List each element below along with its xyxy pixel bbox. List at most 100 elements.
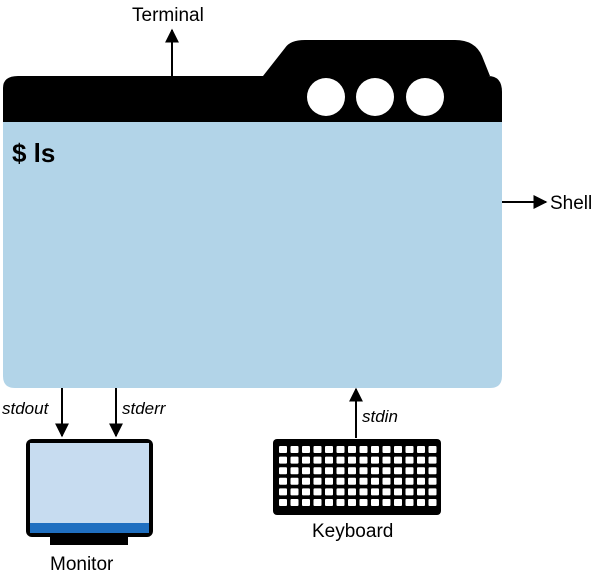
keyboard-key [348, 456, 356, 464]
keyboard-key [336, 446, 345, 453]
terminal-label: Terminal [132, 5, 204, 26]
keyboard-key [382, 467, 391, 475]
keyboard-key [394, 456, 402, 464]
window-button-1[interactable] [307, 78, 345, 116]
keyboard-key [348, 488, 356, 496]
keyboard-key [336, 477, 345, 485]
keyboard-key [359, 446, 368, 453]
keyboard-key [405, 477, 414, 485]
keyboard-icon [273, 439, 441, 515]
keyboard-key [279, 499, 287, 506]
terminal-command: $ ls [12, 138, 55, 168]
keyboard-key [405, 488, 414, 496]
keyboard-key [371, 499, 379, 506]
keyboard-key [279, 477, 287, 485]
keyboard-key [417, 499, 425, 506]
shell-label: Shell [550, 193, 592, 214]
keyboard-key [417, 477, 425, 485]
keyboard-key [405, 467, 414, 475]
keyboard-key [428, 499, 437, 506]
keyboard-key [279, 456, 287, 464]
keyboard-key [394, 499, 402, 506]
keyboard-key [394, 477, 402, 485]
keyboard-key [313, 477, 322, 485]
keyboard-key [336, 456, 345, 464]
keyboard-key [359, 467, 368, 475]
keyboard-key [428, 456, 437, 464]
keyboard-key [394, 488, 402, 496]
keyboard-key [336, 488, 345, 496]
keyboard-key [302, 467, 310, 475]
keyboard-key [348, 467, 356, 475]
keyboard-key [290, 488, 299, 496]
keyboard-key [348, 499, 356, 506]
keyboard-key [336, 467, 345, 475]
keyboard-key [405, 499, 414, 506]
keyboard-key [325, 477, 333, 485]
monitor-stand [50, 537, 128, 545]
terminal-screen [3, 122, 502, 388]
keyboard-key [290, 477, 299, 485]
keyboard-key [382, 488, 391, 496]
keyboard-key [302, 477, 310, 485]
keyboard-key [371, 446, 379, 453]
keyboard-key [348, 446, 356, 453]
keyboard-key [302, 499, 310, 506]
keyboard-key [382, 446, 391, 453]
keyboard-key [290, 467, 299, 475]
keyboard-key [428, 488, 437, 496]
keyboard-key [313, 456, 322, 464]
keyboard-key [428, 446, 437, 453]
keyboard-key [417, 456, 425, 464]
keyboard-key [359, 477, 368, 485]
keyboard-key [325, 446, 333, 453]
keyboard-key [382, 499, 391, 506]
keyboard-key [417, 467, 425, 475]
keyboard-key [428, 477, 437, 485]
keyboard-key [336, 499, 345, 506]
window-button-3[interactable] [406, 78, 444, 116]
keyboard-key [417, 446, 425, 453]
keyboard-keys [279, 446, 437, 506]
keyboard-key [313, 467, 322, 475]
keyboard-key [371, 488, 379, 496]
keyboard-key [405, 446, 414, 453]
keyboard-key [359, 488, 368, 496]
keyboard-key [325, 488, 333, 496]
monitor-bar [30, 523, 149, 533]
keyboard-key [290, 446, 299, 453]
keyboard-key [382, 456, 391, 464]
keyboard-key [371, 456, 379, 464]
keyboard-key [302, 456, 310, 464]
keyboard-key [279, 488, 287, 496]
keyboard-key [394, 467, 402, 475]
keyboard-key [302, 488, 310, 496]
keyboard-key [290, 456, 299, 464]
keyboard-key [325, 467, 333, 475]
monitor-icon [26, 439, 153, 545]
keyboard-key [325, 499, 333, 506]
keyboard-key [279, 446, 287, 453]
monitor-label: Monitor [50, 554, 114, 575]
keyboard-key [359, 499, 368, 506]
keyboard-key [325, 456, 333, 464]
keyboard-key [348, 477, 356, 485]
window-button-2[interactable] [356, 78, 394, 116]
terminal-window: $ ls [3, 40, 502, 388]
keyboard-key [359, 456, 368, 464]
keyboard-key [405, 456, 414, 464]
keyboard-key [417, 488, 425, 496]
keyboard-key [313, 446, 322, 453]
keyboard-key [371, 477, 379, 485]
stdin-label: stdin [362, 407, 398, 426]
monitor-screen [30, 443, 149, 523]
keyboard-key [313, 488, 322, 496]
keyboard-key [302, 446, 310, 453]
stderr-label: stderr [122, 399, 167, 418]
keyboard-key [279, 467, 287, 475]
stdout-label: stdout [2, 399, 50, 418]
keyboard-key [313, 499, 322, 506]
keyboard-key [394, 446, 402, 453]
keyboard-key [382, 477, 391, 485]
